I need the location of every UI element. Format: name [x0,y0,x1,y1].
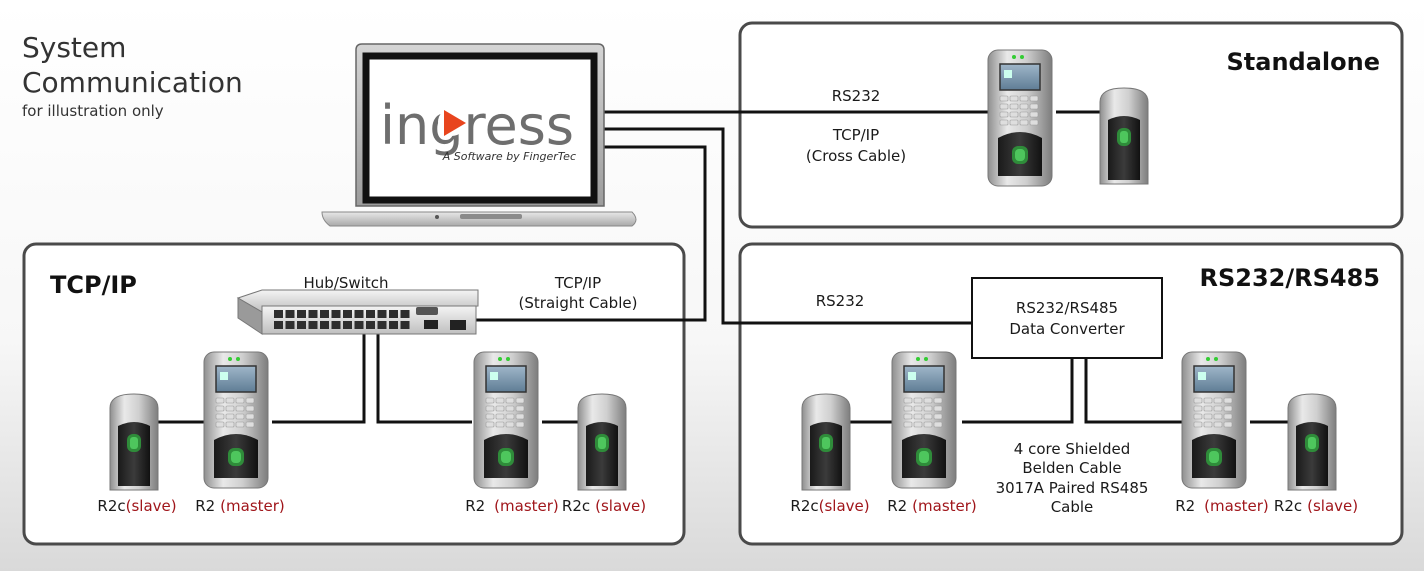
label-rs232-link: RS232 [816,292,865,310]
cable-label-line3: 3017A Paired RS485 [996,479,1149,497]
device-tcp-master-left [203,351,269,489]
label-tcp-straight-line2: (Straight Cable) [519,294,638,312]
data-converter-box [971,277,1163,359]
device-standalone-slave [1099,87,1149,185]
device-role: (master) [912,497,977,515]
software-tagline: A Software by FingerTec [442,150,576,163]
cable-label-line1: 4 core Shielded [1014,440,1130,458]
panel-title-standalone: Standalone [1227,48,1381,76]
device-name: R2c [562,497,590,515]
panel-standalone [738,21,1404,229]
label-tcp-straight-line1: TCP/IP [554,274,601,292]
panel-title-rs232rs485: RS232/RS485 [1200,264,1381,292]
caption-tcp-device-4: R2c (slave) [562,497,646,515]
converter-label-line2: Data Converter [1009,320,1125,338]
device-tcp-slave-right [577,393,627,491]
device-role: (master) [1204,497,1269,515]
hub-switch [236,289,479,335]
logo-play-icon [444,110,466,136]
connection-lines [157,110,1288,424]
caption-rs-device-2: R2 (master) [887,497,977,515]
converter-label-line1: RS232/RS485 [1016,299,1118,317]
device-tcp-slave-left [109,393,159,491]
caption-rs-device-3: R2 (master) [1175,497,1269,515]
device-rs-master-right [1181,351,1247,489]
device-role: (slave) [819,497,870,515]
cable-label-line2: Belden Cable [1022,459,1121,477]
device-name: R2 [195,497,215,515]
device-rs-slave-right [1287,393,1337,491]
label-standalone-rs232: RS232 [832,87,881,105]
device-name: R2 [465,497,485,515]
cable-rs232-converter [600,127,972,325]
device-rs-master-left [891,351,957,489]
device-role: (slave) [595,497,646,515]
label-standalone-tcp-line1: TCP/IP [832,126,879,144]
label-hub-switch: Hub/Switch [304,274,389,292]
cable-converter-left [962,358,1074,424]
caption-tcp-device-1: R2c(slave) [97,497,176,515]
fingerprint-devices [109,49,1337,491]
panel-title-tcpip: TCP/IP [50,271,137,299]
device-standalone-master [987,49,1053,187]
device-role: (slave) [1307,497,1358,515]
device-name: R2 [1175,497,1195,515]
device-role: (master) [494,497,559,515]
cable-label-line4: Cable [1051,498,1094,516]
caption-tcp-device-2: R2 (master) [195,497,285,515]
title-line2: Communication [22,66,243,99]
cable-switch-right [376,334,472,424]
caption-rs-device-4: R2c (slave) [1274,497,1358,515]
switch-ports [274,310,410,329]
caption-tcp-device-3: R2 (master) [465,497,559,515]
device-name: R2c [790,497,818,515]
device-name: R2c [1274,497,1302,515]
laptop-screen [362,52,598,204]
cable-converter-right [1084,358,1182,424]
device-name: R2c [97,497,125,515]
label-standalone-tcp-line2: (Cross Cable) [806,147,906,165]
device-tcp-master-right [473,351,539,489]
laptop: ingress A Software by FingerTec [321,43,637,227]
device-role: (master) [220,497,285,515]
device-name: R2 [887,497,907,515]
cable-tcp-straight [476,145,707,322]
title-line1: System [22,31,126,64]
cable-switch-left [272,334,366,424]
caption-rs-device-1: R2c(slave) [790,497,869,515]
device-rs-slave-left [801,393,851,491]
device-role: (slave) [126,497,177,515]
ingress-logo: ingress [380,94,574,157]
subtitle: for illustration only [22,102,164,120]
